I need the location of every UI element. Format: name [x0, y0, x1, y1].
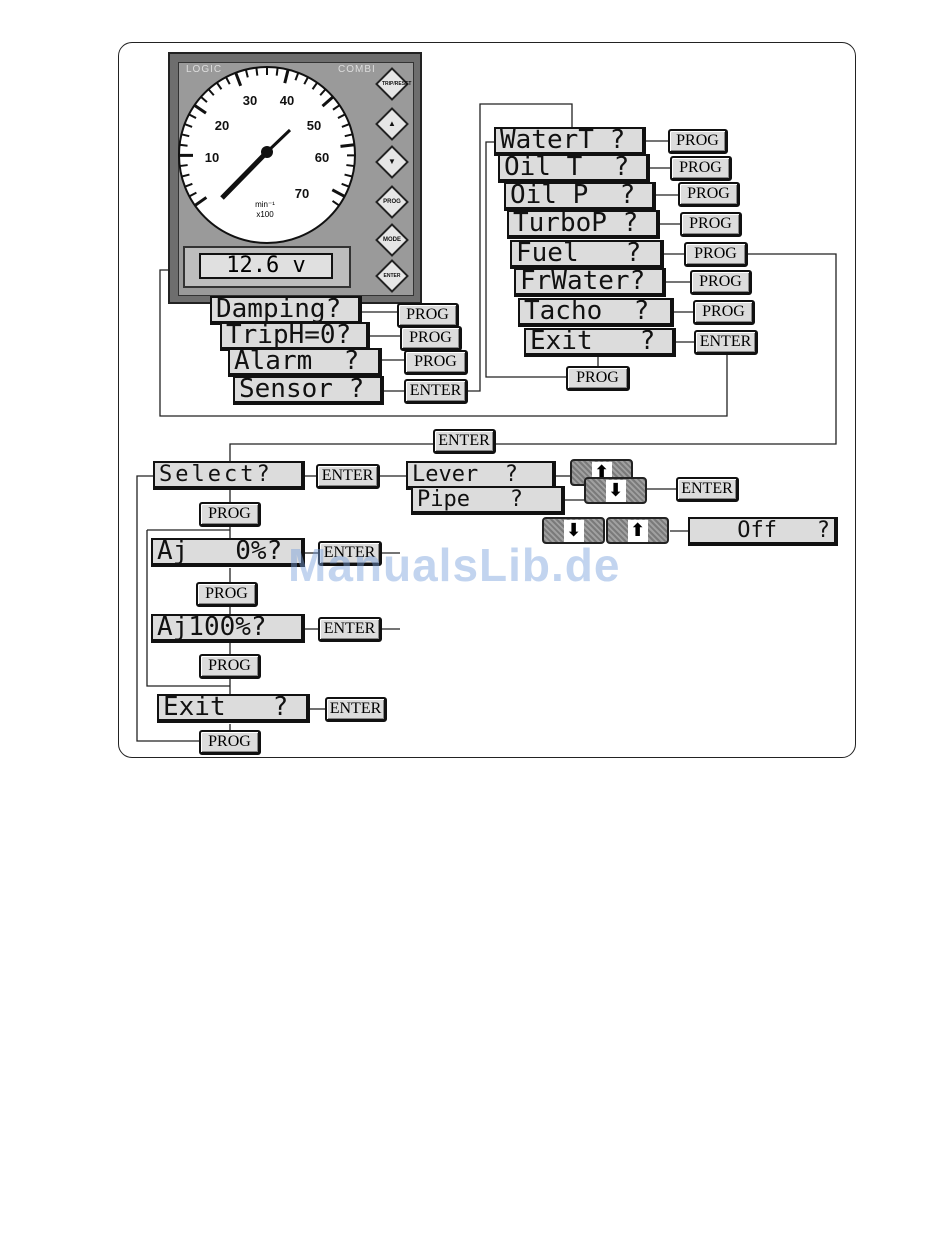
lcd-aj100: Aj100%?	[151, 614, 305, 643]
prog-key[interactable]: PROG	[566, 366, 630, 391]
wire-select-return	[136, 475, 199, 742]
lcd-watert: WaterT ?	[494, 127, 646, 156]
prog-key[interactable]: PROG	[678, 182, 740, 207]
prog-key[interactable]: PROG	[693, 300, 755, 325]
up-arrow-icon: ⬆	[627, 519, 648, 542]
lcd-fuel: Fuel ?	[510, 240, 664, 269]
prog-key[interactable]: PROG	[668, 129, 728, 154]
wire-fuel-to-select	[496, 253, 837, 445]
down-arrow-key[interactable]: ⬇	[542, 517, 605, 544]
wire-to-menu2	[468, 103, 573, 392]
lcd-pipe: Pipe ?	[411, 486, 565, 515]
enter-key[interactable]: ENTER	[676, 477, 739, 502]
brand-left: LOGIC	[186, 64, 223, 75]
enter-key[interactable]: ENTER	[433, 429, 496, 454]
wire-menu2-return	[485, 141, 566, 378]
prog-key[interactable]: PROG	[199, 502, 261, 527]
lcd-exit-menu3: Exit ?	[157, 694, 310, 723]
enter-key[interactable]: ENTER	[694, 330, 758, 355]
enter-key[interactable]: ENTER	[318, 541, 382, 566]
prog-key[interactable]: PROG	[404, 350, 468, 375]
down-arrow-icon: ⬇	[605, 479, 626, 502]
lcd-sensor: Sensor ?	[233, 376, 384, 405]
prog-key[interactable]: PROG	[199, 730, 261, 755]
up-arrow-key[interactable]: ⬆	[606, 517, 669, 544]
enter-key[interactable]: ENTER	[316, 464, 380, 489]
instrument-lcd-value: 12.6 v	[199, 253, 333, 279]
lcd-off: Off ?	[688, 517, 838, 546]
lcd-tacho: Tacho ?	[518, 298, 674, 327]
lcd-triph: TripH=0?	[220, 322, 370, 351]
instrument-lcd: 12.6 v	[183, 246, 351, 288]
enter-key[interactable]: ENTER	[404, 379, 468, 404]
prog-key[interactable]: PROG	[670, 156, 732, 181]
prog-key[interactable]: PROG	[199, 654, 261, 679]
lcd-frwater: FrWater?	[514, 268, 666, 297]
prog-key[interactable]: PROG	[684, 242, 748, 267]
enter-key[interactable]: ENTER	[318, 617, 382, 642]
lcd-select: Select?	[153, 461, 305, 490]
prog-key[interactable]: PROG	[196, 582, 258, 607]
lcd-aj0: Aj 0%?	[151, 538, 305, 567]
lcd-oilp: Oil P ?	[504, 182, 656, 211]
lcd-damping: Damping?	[210, 296, 362, 325]
lcd-alarm: Alarm ?	[228, 348, 382, 377]
lcd-exit-menu2: Exit ?	[524, 328, 676, 357]
prog-key[interactable]: PROG	[690, 270, 752, 295]
prog-key[interactable]: PROG	[400, 326, 462, 351]
prog-key[interactable]: PROG	[397, 303, 459, 328]
lcd-oilt: Oil T ?	[498, 154, 650, 183]
lcd-turbop: TurboP ?	[507, 210, 660, 239]
diagram-frame	[118, 42, 856, 758]
down-arrow-key[interactable]: ⬇	[584, 477, 647, 504]
enter-key[interactable]: ENTER	[325, 697, 387, 722]
prog-key[interactable]: PROG	[680, 212, 742, 237]
watermark: ManualsLib.de	[288, 539, 621, 591]
brand-right: COMBI	[338, 64, 376, 75]
down-arrow-icon: ⬇	[563, 519, 584, 542]
